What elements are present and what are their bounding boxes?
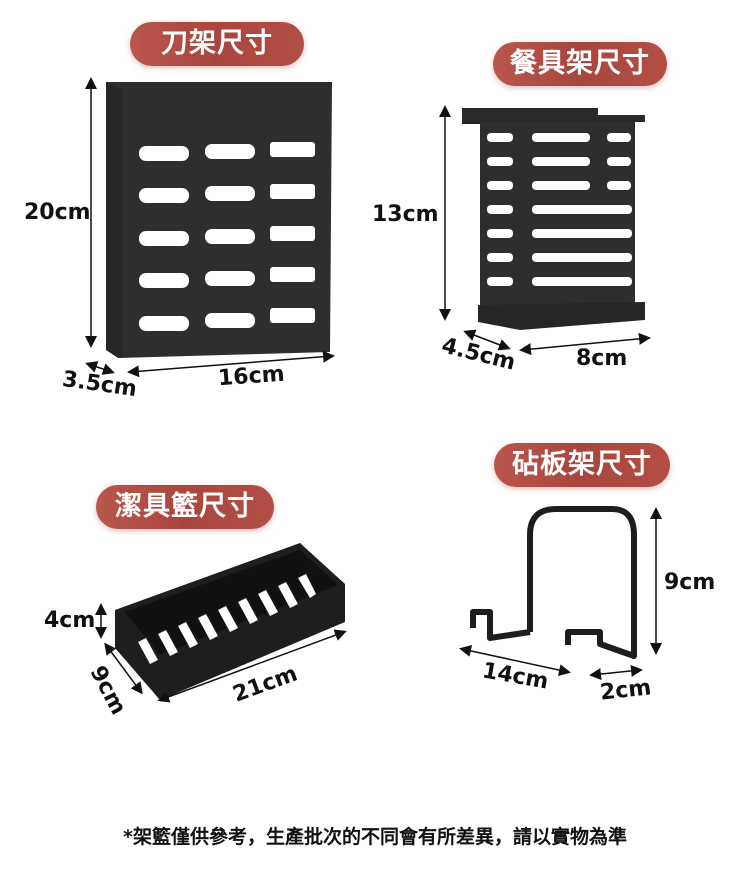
disclaimer-footnote: *架籃僅供參考，生產批次的不同會有所差異，請以實物為準	[123, 826, 627, 848]
cutting-board-title: 砧板架尺寸	[494, 443, 670, 487]
cleaning-basket-title: 潔具籃尺寸	[96, 485, 274, 529]
cutting-board-hook-label: 2cm	[598, 675, 653, 706]
knife-rack-title: 刀架尺寸	[130, 22, 304, 66]
knife-rack-image	[85, 77, 335, 378]
utensil-holder-width-label: 8cm	[576, 346, 628, 371]
cutting-board-dimension-lines	[459, 507, 662, 681]
cleaning-basket-height-label: 4cm	[44, 608, 96, 633]
knife-rack-height-label: 20cm	[24, 200, 91, 225]
utensil-holder-title: 餐具架尺寸	[493, 42, 667, 86]
utensil-holder-image	[439, 105, 651, 356]
cutting-board-height-label: 9cm	[664, 570, 716, 595]
cutting-board-stand-image	[470, 506, 637, 659]
utensil-holder-height-label: 13cm	[372, 202, 439, 227]
knife-rack-width-label: 16cm	[217, 361, 286, 392]
cleaning-basket-image	[95, 543, 347, 703]
